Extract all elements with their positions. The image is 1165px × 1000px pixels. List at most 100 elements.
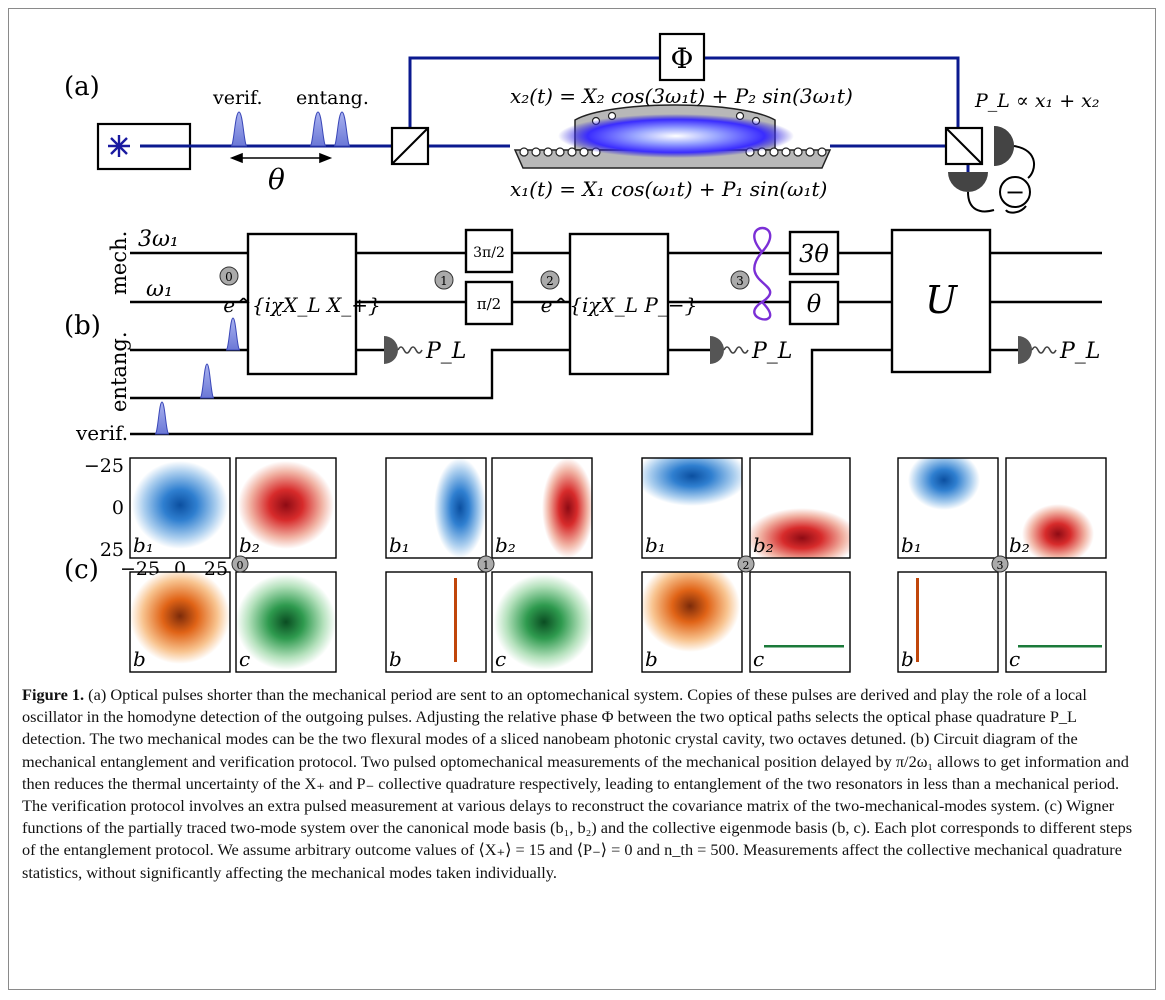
mode-label-b2: b₂ xyxy=(495,533,516,557)
figure-frame xyxy=(8,8,1156,990)
wigner-b-step1 xyxy=(454,578,457,662)
svg-text:1: 1 xyxy=(483,559,490,572)
minus-sign: − xyxy=(1005,178,1025,206)
figure-1-graphic: (a) verif. entang. θ xyxy=(64,32,1107,673)
unitary-label: U xyxy=(925,278,959,322)
phase-3pi2-label: 3π/2 xyxy=(473,245,505,261)
step-marker: 2 xyxy=(737,555,755,573)
phase-phi-label: Φ xyxy=(671,42,694,75)
svg-text:3: 3 xyxy=(736,274,744,288)
mode-labels: b₁ b₂ b₁ b₂ b₁ b₂ b₁ b₂ b c b c b c b c xyxy=(133,533,1030,671)
svg-text:1: 1 xyxy=(440,274,448,288)
photodetector-right xyxy=(994,126,1014,166)
subplot-frames xyxy=(129,457,1107,673)
wire-label-mech: mech. xyxy=(107,231,131,295)
panel-label-a: (a) xyxy=(64,72,100,102)
rotation-theta: θ xyxy=(788,280,840,326)
mode-label-b: b xyxy=(133,647,146,671)
figure-caption: Figure 1. (a) Optical pulses shorter tha… xyxy=(22,684,1140,884)
wigner-c-step3 xyxy=(1018,645,1102,648)
wire-label-verif: verif. xyxy=(75,421,128,445)
wigner-c-step2 xyxy=(764,645,844,648)
mode-label-b1: b₁ xyxy=(389,533,410,557)
wigner-b1-step2 xyxy=(642,458,742,506)
mode-label-b2: b₂ xyxy=(753,533,774,557)
panel-label-c: (c) xyxy=(64,555,99,585)
wigner-b2-step2 xyxy=(750,508,850,558)
wigner-b-step2 xyxy=(642,572,740,652)
step-marker: 1 xyxy=(434,270,454,290)
wigner-b-step3 xyxy=(916,578,919,662)
caption-text: (a) Optical pulses shorter than the mech… xyxy=(22,685,1133,882)
wigner-b1-step1 xyxy=(434,458,486,558)
step-marker: 0 xyxy=(231,555,249,573)
wire-label-3omega: 3ω₁ xyxy=(138,227,179,252)
wigner-b1-step0 xyxy=(132,461,228,549)
y-tick: −25 xyxy=(84,455,124,477)
caption-heading: Figure 1. xyxy=(22,685,85,704)
detector-label-2: P_L xyxy=(751,339,792,364)
detector-icon: P_L xyxy=(710,336,792,364)
circuit-wires xyxy=(130,251,1102,436)
delay-theta-label: θ xyxy=(268,163,285,196)
step-marker: 3 xyxy=(730,270,750,290)
verif-pulse xyxy=(230,111,248,147)
x-tick: 25 xyxy=(204,558,228,580)
y-tick: 25 xyxy=(100,539,124,561)
mode-label-b: b xyxy=(645,647,658,671)
gate1-label: e^{iχX_L X_+} xyxy=(223,293,380,317)
mode-label-c: c xyxy=(239,647,250,671)
mode-label-c: c xyxy=(753,647,764,671)
mode-label-c: c xyxy=(495,647,506,671)
wigner-c-step0 xyxy=(236,574,336,670)
theta-label: θ xyxy=(807,290,822,318)
svg-text:0: 0 xyxy=(225,270,233,284)
entanglement-icon xyxy=(753,226,772,321)
detector-label-1: P_L xyxy=(425,339,466,364)
detector-icon: P_L xyxy=(1018,336,1100,364)
entang-label: entang. xyxy=(296,87,369,109)
svg-text:0: 0 xyxy=(237,559,244,572)
photodetector-bottom xyxy=(948,172,988,192)
unitary-gate: U xyxy=(890,228,992,374)
wigner-b2-step3 xyxy=(1022,504,1094,558)
mode-label-b2: b₂ xyxy=(239,533,260,557)
mode-label-b1: b₁ xyxy=(133,533,154,557)
svg-text:2: 2 xyxy=(743,559,750,572)
rotation-3theta: 3θ xyxy=(788,230,840,276)
theta3-label: 3θ xyxy=(799,240,829,268)
beam-splitter-right xyxy=(944,126,984,166)
svg-text:3: 3 xyxy=(997,559,1004,572)
phase-shifter: Φ xyxy=(658,32,706,82)
entang-pulses xyxy=(309,111,351,147)
wigner-b2-step1 xyxy=(542,458,592,558)
delay-arrow xyxy=(229,152,333,164)
phase-pi2-label: π/2 xyxy=(477,295,501,313)
wigner-b2-step0 xyxy=(238,461,334,549)
y-tick: 0 xyxy=(112,497,124,519)
detector-icon: P_L xyxy=(384,336,466,364)
x2-equation: x₂(t) = X₂ cos(3ω₁t) + P₂ sin(3ω₁t) xyxy=(510,84,853,108)
detector-wiring xyxy=(967,145,1035,214)
gate-interaction-2: e^{iχX_L P_−} xyxy=(541,232,698,376)
step-marker: 3 xyxy=(991,555,1009,573)
wigner-b1-step3 xyxy=(908,458,980,510)
step-marker: 1 xyxy=(477,555,495,573)
mode-label-b: b xyxy=(901,647,914,671)
phase-box-pi2: π/2 xyxy=(464,280,514,326)
detector-label-3: P_L xyxy=(1059,339,1100,364)
panel-label-b: (b) xyxy=(64,311,101,341)
nanobeam-cavity xyxy=(513,104,832,169)
verif-label: verif. xyxy=(212,87,263,109)
mode-label-b2: b₂ xyxy=(1009,533,1030,557)
wire-label-entang: entang. xyxy=(107,331,131,412)
phase-box-3pi2: 3π/2 xyxy=(464,228,514,274)
svg-text:2: 2 xyxy=(546,274,554,288)
mode-label-c: c xyxy=(1009,647,1020,671)
circuit-pulses xyxy=(154,317,241,435)
homodyne-equation: P_L ∝ x₁ + x₂ xyxy=(974,90,1100,112)
wire-label-omega: ω₁ xyxy=(146,277,173,302)
gate2-label: e^{iχX_L P_−} xyxy=(541,293,698,317)
gate-interaction-1: e^{iχX_L X_+} xyxy=(223,232,381,376)
wigner-c-step1 xyxy=(494,574,592,670)
